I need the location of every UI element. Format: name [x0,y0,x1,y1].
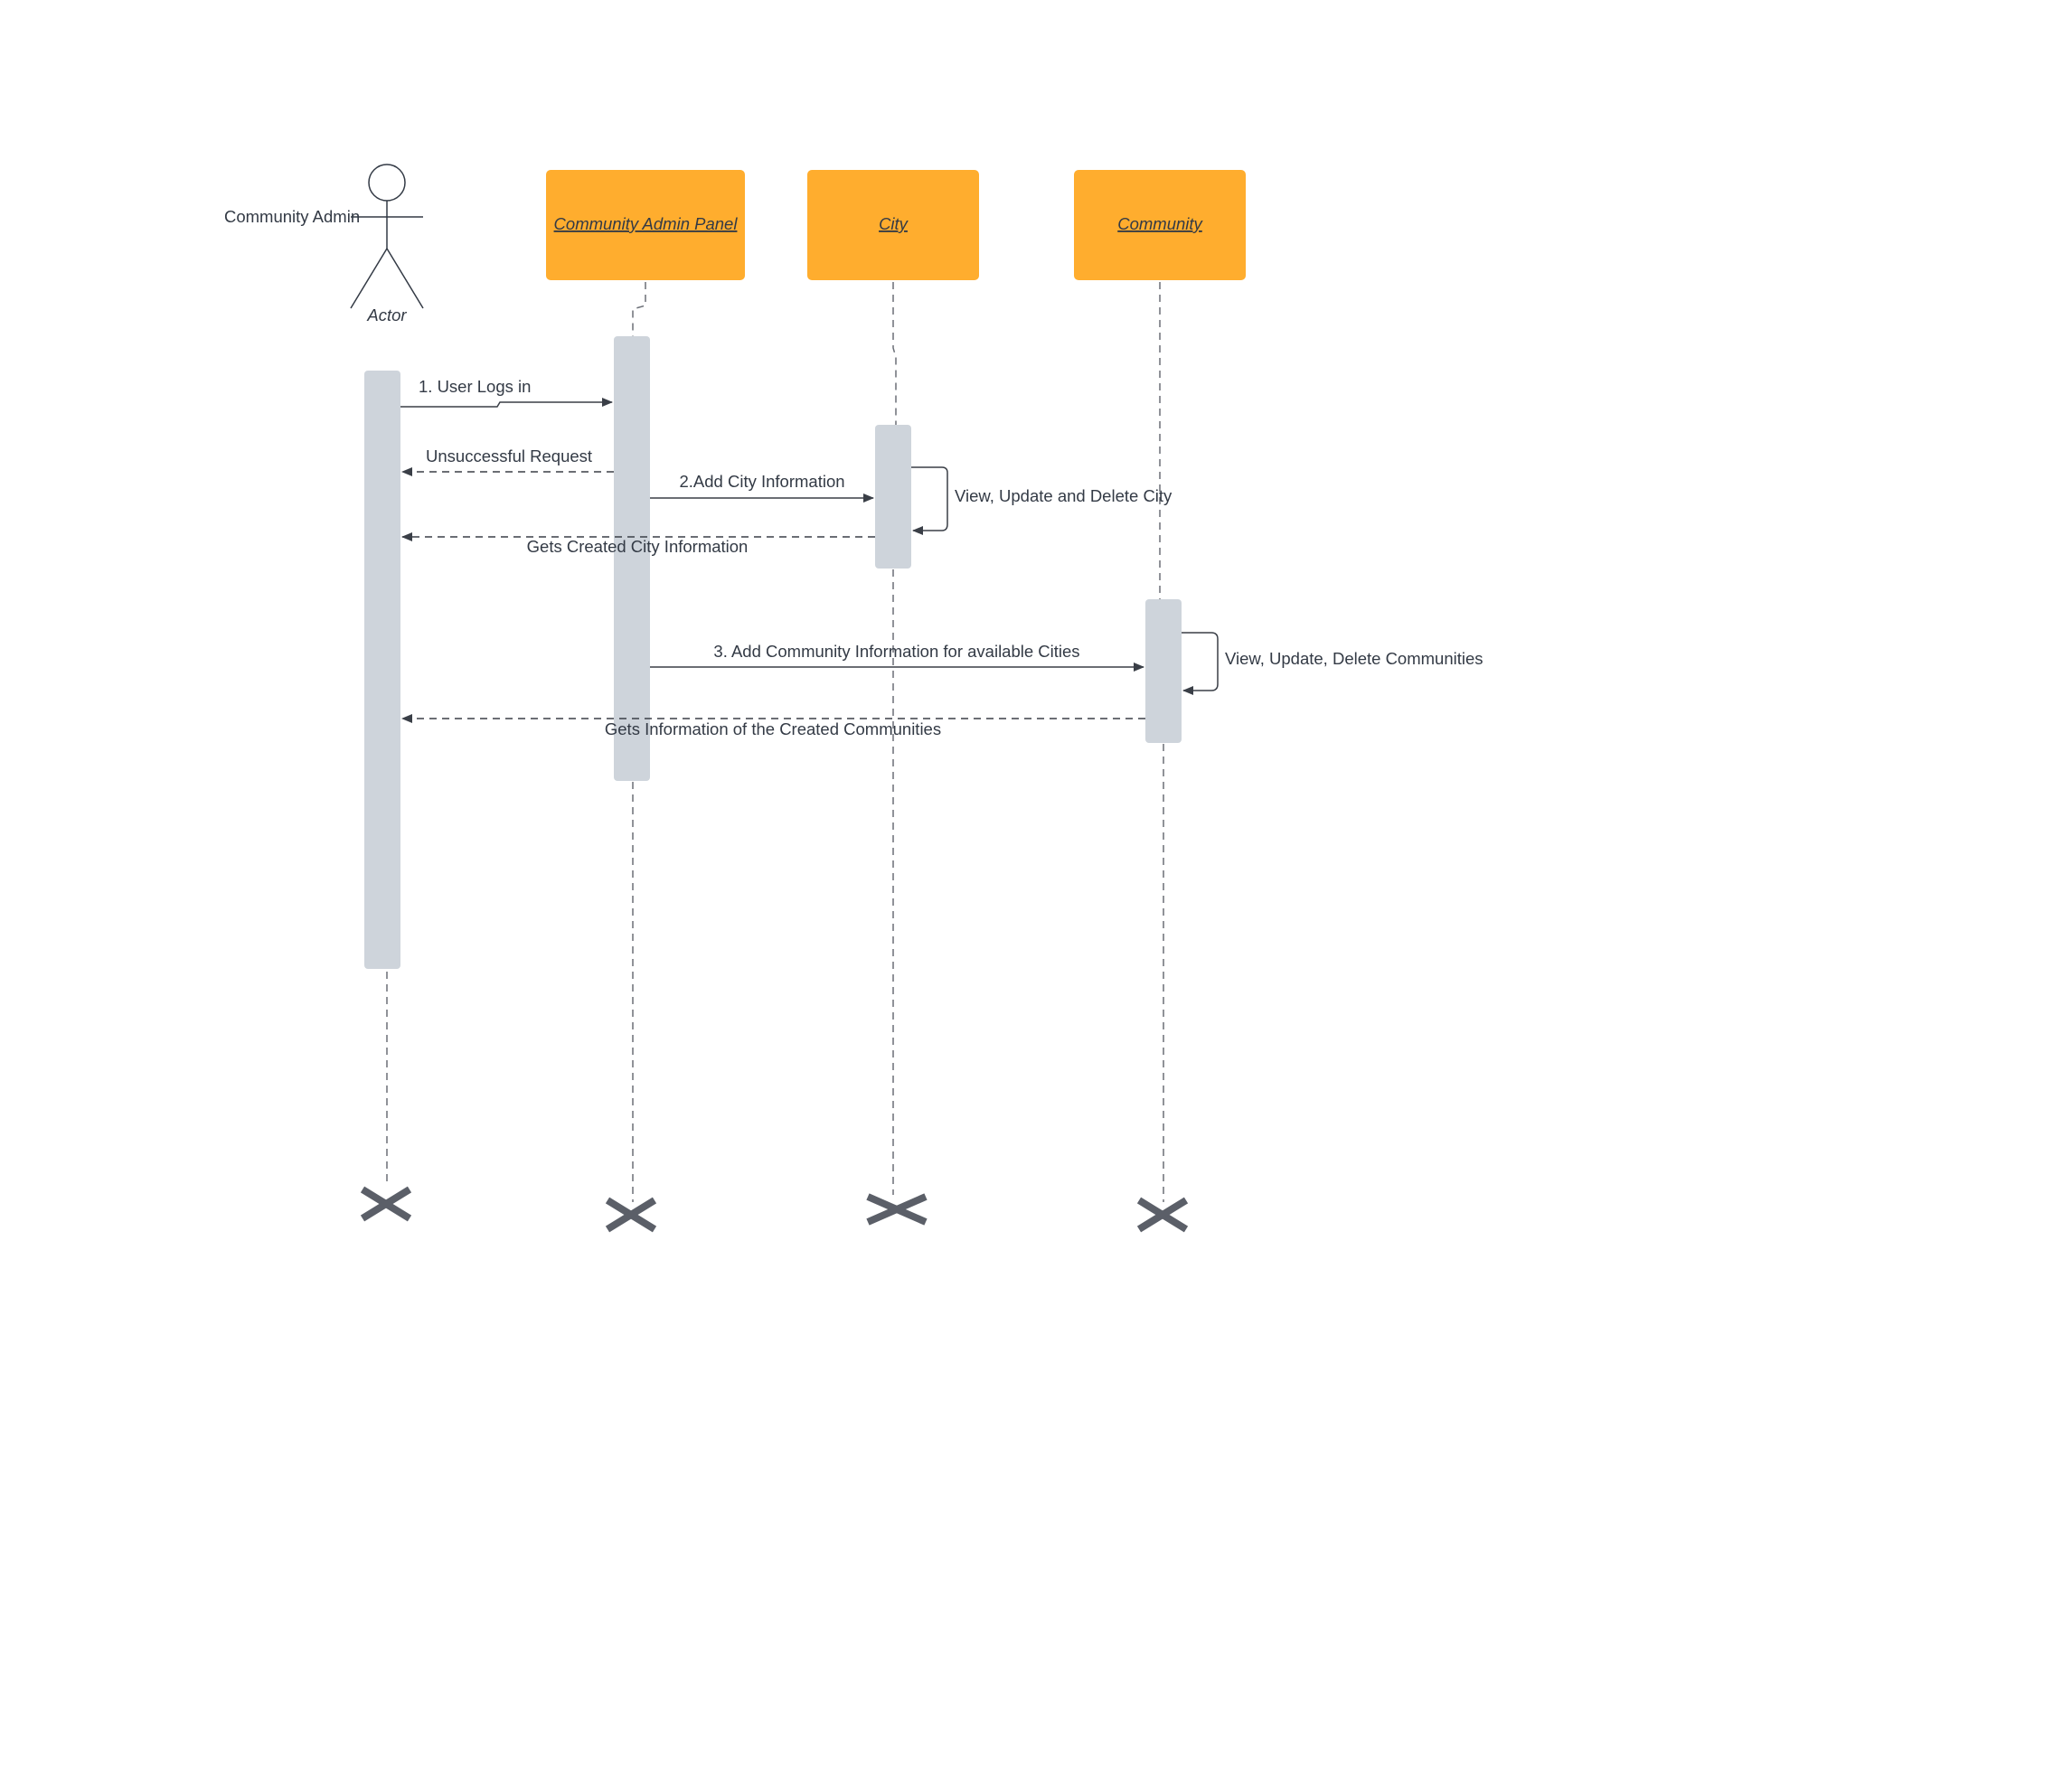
message-arrow [1182,632,1219,695]
lifeline-city [892,282,897,425]
participant-box [807,170,979,280]
participant-label: Community Admin Panel [554,214,739,233]
message-arrow [400,398,613,408]
actor-caption: Actor [366,305,407,324]
message-gets-created-communities[interactable]: Gets Information of the Created Communit… [401,714,1145,738]
message-label: View, Update, Delete Communities [1225,649,1483,668]
participant-label: City [879,214,909,233]
message-gets-created-city-information[interactable]: Gets Created City Information [401,532,875,556]
message-self-community[interactable]: View, Update, Delete Communities [1182,632,1483,695]
activation-actor [364,371,400,969]
participant-community[interactable]: Community [1074,170,1246,280]
actor-name: Community Admin [224,207,360,226]
actor-head [368,164,406,202]
activation-community [1145,599,1182,743]
lifeline-admin-panel [632,282,646,336]
lifelines [386,282,1164,1202]
destroy-marker-city [866,1193,928,1226]
message-unsuccessful-request[interactable]: Unsuccessful Request [401,446,614,476]
message-label: 2.Add City Information [679,472,844,491]
message-add-city-information[interactable]: 2.Add City Information [650,472,874,503]
destroy-marker-community [1136,1197,1189,1233]
message-label: Gets Information of the Created Communit… [605,719,941,738]
message-label: 1. User Logs in [419,377,531,396]
destroy-marker-admin-panel [605,1197,657,1233]
participant-community-admin-panel[interactable]: Community Admin Panel [546,170,745,280]
message-add-community-information[interactable]: 3. Add Community Information for availab… [650,642,1144,672]
message-label: Unsuccessful Request [426,446,592,465]
destroy-marker-actor [360,1186,412,1222]
actor-community-admin[interactable]: Community Admin Actor [224,164,424,324]
message-self-city[interactable]: View, Update and Delete City [911,466,1173,535]
message-label: 3. Add Community Information for availab… [713,642,1079,661]
participant-box [546,170,745,280]
message-label: View, Update and Delete City [955,486,1173,505]
message-user-logs-in[interactable]: 1. User Logs in [400,377,613,408]
participant-label: Community [1117,214,1203,233]
activation-city [875,425,911,569]
message-arrow [911,466,948,535]
actor-left-leg [350,248,388,309]
participant-box [1074,170,1246,280]
message-label: Gets Created City Information [527,537,749,556]
actor-right-leg [386,248,424,309]
participant-city[interactable]: City [807,170,979,280]
activation-admin-panel [614,336,650,781]
